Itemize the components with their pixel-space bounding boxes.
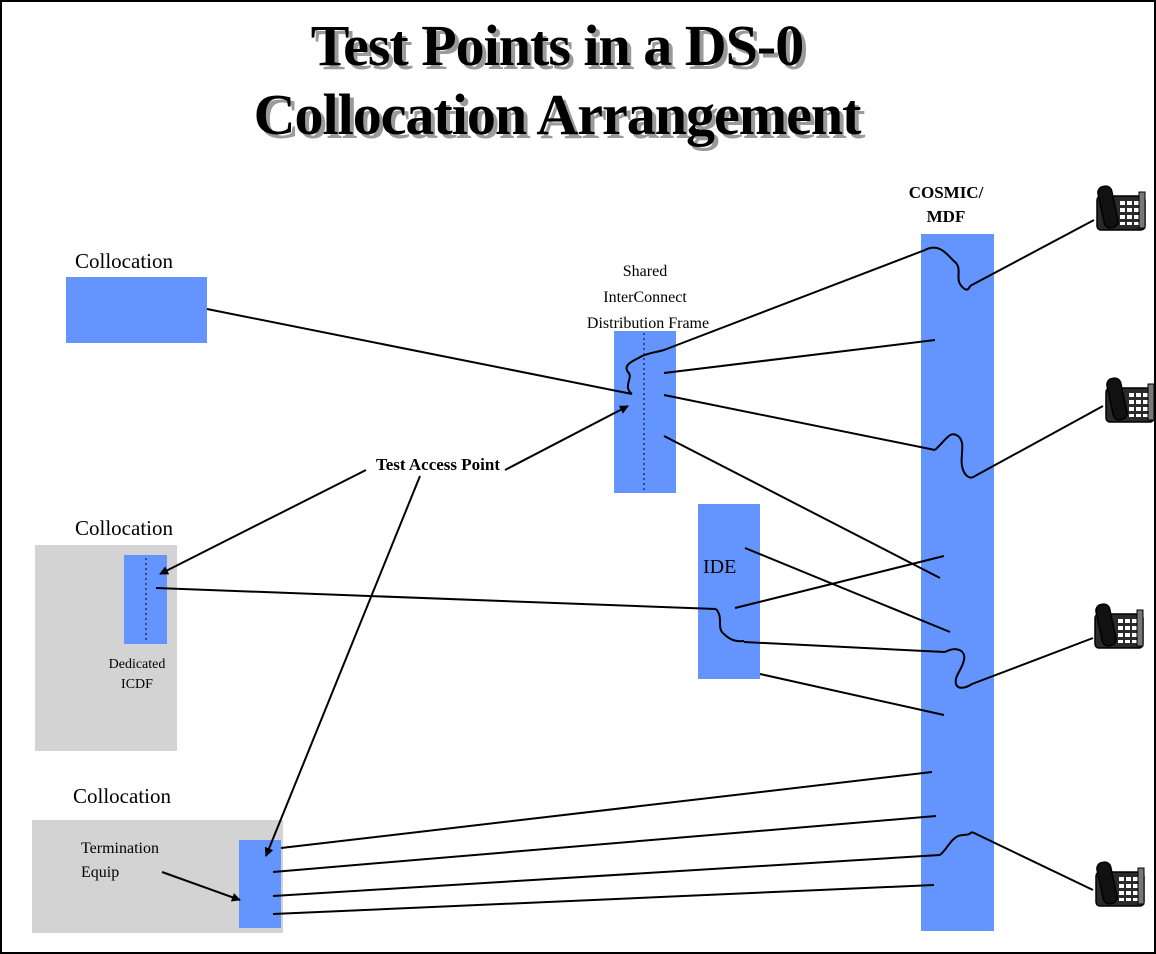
wire-ide-to-mdf-3	[743, 641, 946, 653]
dedicated-icdf-label-1: Dedicated	[109, 657, 166, 672]
collocation-label-middle: Collocation	[75, 516, 173, 540]
arrow-to-shared-icdf	[504, 405, 629, 471]
collocation-label-bottom: Collocation	[73, 784, 171, 808]
cosmic-label-2: MDF	[927, 207, 966, 226]
wire-ide-jumper	[715, 608, 745, 643]
ide-label: IDE	[703, 556, 736, 578]
wire-termination-to-mdf-1	[280, 771, 933, 849]
wire-termination-to-mdf-2	[272, 815, 937, 873]
wire-mdf-jumper-1	[924, 246, 971, 291]
wire-ide-to-mdf-4	[759, 673, 945, 716]
wire-sicdf-to-mdf-4	[663, 435, 941, 579]
wire-termination-to-mdf-3	[272, 854, 941, 897]
title-line-2-shadow: Collocation Arrangement	[258, 86, 867, 151]
wire-mdf-jumper-2	[934, 433, 976, 479]
cosmic-mdf-frame	[921, 234, 994, 931]
wire-dedicated-icdf-to-ide	[155, 587, 717, 610]
termination-equip-label-1: Termination	[81, 840, 159, 857]
wire-collocation-top-to-sicdf	[206, 308, 633, 395]
wires	[155, 219, 1104, 915]
wire-mdf-to-phone-1	[969, 219, 1095, 287]
collocation-label-top: Collocation	[75, 249, 173, 273]
arrows	[159, 405, 629, 902]
wire-ide-to-mdf-2	[744, 547, 951, 633]
telephone-icon	[1096, 184, 1146, 231]
title-line-2: Collocation Arrangement	[254, 82, 863, 147]
wire-sicdf-jumper	[625, 349, 665, 395]
wire-termination-to-mdf-4	[272, 884, 935, 915]
page-title: Test Points in a DS-0 Test Points in a D…	[254, 13, 868, 151]
telephone-icon	[1105, 376, 1155, 423]
telephone-icon	[1094, 602, 1144, 649]
shared-icdf-label-3: Distribution Frame	[587, 315, 709, 332]
shared-icdf-label-1: Shared	[623, 263, 667, 280]
wire-mdf-jumper-4	[939, 831, 973, 856]
wire-sicdf-to-mdf-3	[663, 394, 936, 451]
wire-mdf-to-phone-3	[971, 637, 1094, 685]
termination-equip-label-2: Equip	[81, 864, 119, 881]
cosmic-label-1: COSMIC/	[909, 183, 984, 202]
title-line-1-shadow: Test Points in a DS-0	[315, 17, 808, 82]
wire-mdf-to-phone-2	[974, 405, 1104, 477]
ide-frame	[698, 504, 760, 679]
test-access-point-label: Test Access Point	[376, 455, 500, 474]
title-line-1: Test Points in a DS-0	[311, 13, 804, 78]
wire-sicdf-to-mdf-2	[663, 339, 936, 374]
wire-sicdf-to-mdf-1	[663, 249, 926, 351]
wire-ide-to-mdf-1	[734, 555, 945, 609]
arrow-to-termination-equip	[264, 475, 421, 857]
arrow-termination-equip-label	[161, 871, 241, 902]
arrow-to-dedicated-icdf	[159, 469, 367, 575]
wire-mdf-jumper-3	[944, 648, 973, 689]
wire-mdf-to-phone-4	[971, 831, 1094, 891]
dedicated-icdf-label-2: ICDF	[121, 677, 153, 692]
telephone-icon	[1095, 860, 1145, 907]
collocation-box-top	[66, 277, 207, 343]
shared-icdf-label-2: InterConnect	[603, 289, 687, 306]
